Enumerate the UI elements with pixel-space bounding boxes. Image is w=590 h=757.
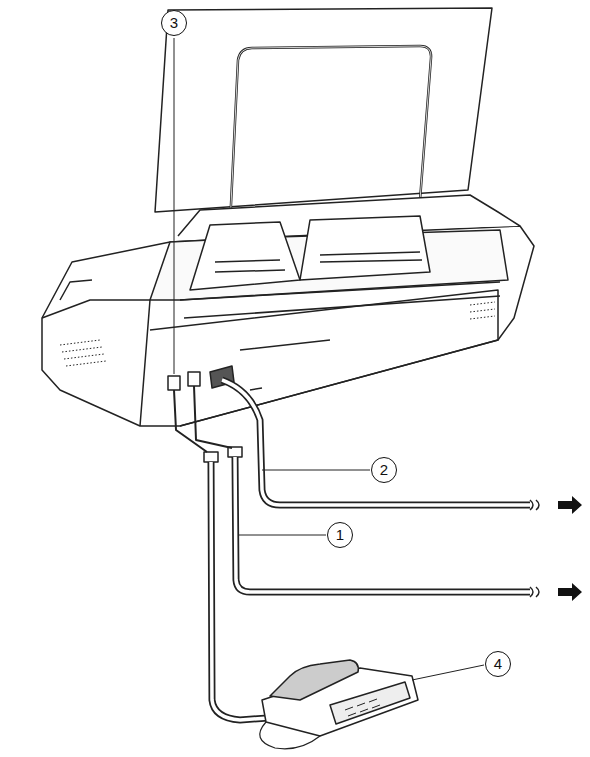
- callout-number: 2: [371, 457, 397, 483]
- callout-number: 1: [327, 522, 353, 548]
- callout-number: 3: [161, 10, 187, 36]
- callout-number: 4: [485, 651, 511, 677]
